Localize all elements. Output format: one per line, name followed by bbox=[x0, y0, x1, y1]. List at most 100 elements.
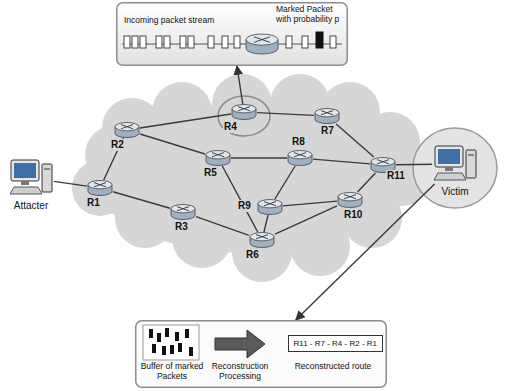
router-arrows bbox=[321, 111, 333, 115]
router-arrows bbox=[294, 153, 306, 157]
network-link bbox=[358, 173, 376, 192]
drawing-part bbox=[290, 216, 350, 276]
screen bbox=[14, 163, 36, 178]
node-shape bbox=[432, 144, 478, 184]
router-icon bbox=[246, 34, 278, 54]
packet-stream bbox=[124, 32, 336, 48]
network-link bbox=[296, 184, 435, 320]
tower bbox=[42, 164, 52, 192]
network-link bbox=[54, 181, 87, 186]
node-shape bbox=[249, 232, 275, 248]
router-node: R10 bbox=[337, 192, 363, 208]
marked-packet bbox=[185, 329, 189, 338]
panel-caption: Incoming packet stream bbox=[124, 16, 244, 26]
network-link bbox=[196, 217, 249, 236]
packet bbox=[180, 36, 186, 48]
packet bbox=[124, 36, 130, 48]
router-node: R8 bbox=[287, 150, 313, 166]
stand bbox=[445, 167, 453, 171]
router-label: R7 bbox=[320, 125, 335, 137]
router-label: R4 bbox=[223, 121, 238, 133]
node-shape bbox=[87, 180, 113, 196]
marked-packet bbox=[316, 32, 323, 48]
drawing-part bbox=[115, 188, 175, 248]
packet bbox=[286, 36, 292, 48]
computer-icon bbox=[434, 146, 476, 180]
router-label: R8 bbox=[291, 136, 306, 148]
router-arrows bbox=[121, 125, 133, 129]
router-icon bbox=[115, 123, 139, 138]
router-node: R9 bbox=[257, 199, 283, 215]
marked-packet bbox=[189, 347, 193, 356]
packet bbox=[222, 36, 228, 48]
network-link bbox=[396, 164, 432, 166]
router-node: R4 bbox=[231, 104, 257, 120]
marked-packet bbox=[165, 328, 169, 337]
panel-caption: Reconstructed route bbox=[283, 362, 383, 372]
router-arrows bbox=[344, 195, 356, 199]
network-link bbox=[231, 157, 287, 158]
packet bbox=[164, 36, 170, 48]
monitor bbox=[11, 160, 39, 181]
router-arrows bbox=[238, 107, 250, 111]
router-top bbox=[232, 105, 256, 113]
router-icon bbox=[206, 151, 230, 166]
router-label: R11 bbox=[386, 170, 406, 182]
network-link bbox=[336, 124, 374, 157]
packet bbox=[140, 36, 146, 48]
router-top bbox=[171, 205, 195, 213]
router-label: R2 bbox=[110, 139, 125, 151]
router-top bbox=[371, 158, 395, 166]
drawing-part bbox=[172, 208, 232, 268]
router-node: R7 bbox=[314, 108, 340, 124]
node-shape bbox=[8, 158, 54, 198]
packet-buffer bbox=[143, 325, 199, 360]
network-link bbox=[237, 66, 243, 104]
router-icon bbox=[338, 193, 362, 208]
buffered-packets bbox=[149, 328, 193, 356]
panel-caption: Marked Packet with probability p bbox=[276, 5, 346, 25]
router-label: R1 bbox=[86, 197, 101, 209]
router-icon bbox=[171, 205, 195, 220]
highlight-circle bbox=[218, 96, 270, 136]
router-arrows bbox=[377, 160, 389, 164]
route-text: R11 - R7 - R4 - R2 - R1 bbox=[294, 339, 377, 348]
router-icon bbox=[232, 105, 256, 120]
router-node: R6 bbox=[249, 232, 275, 248]
monitor bbox=[435, 146, 463, 167]
router-icon bbox=[250, 233, 274, 248]
packet bbox=[188, 36, 194, 48]
network-link bbox=[140, 134, 205, 154]
marked-packet bbox=[157, 333, 161, 342]
marked-packet bbox=[170, 345, 174, 354]
inset-panel bbox=[117, 3, 348, 66]
computer-node: Attacter bbox=[8, 158, 54, 198]
router-label: R9 bbox=[237, 200, 252, 212]
router-arrows bbox=[94, 183, 106, 187]
node-shape bbox=[287, 150, 313, 166]
drive-slot bbox=[44, 169, 50, 170]
packet bbox=[208, 36, 214, 48]
inset-panel bbox=[136, 321, 387, 388]
panel-caption: Buffer of marked Packets bbox=[139, 362, 205, 382]
node-shape bbox=[337, 192, 363, 208]
router-label: R5 bbox=[203, 167, 218, 179]
marked-packet bbox=[175, 332, 179, 341]
network-link bbox=[264, 215, 268, 232]
network-link bbox=[283, 201, 337, 206]
panel-caption: Reconstruction Processing bbox=[207, 362, 273, 382]
packet bbox=[330, 36, 336, 48]
node-shape bbox=[170, 204, 196, 220]
tower bbox=[466, 150, 476, 178]
computer-node: Victim bbox=[432, 144, 478, 184]
drawing-part bbox=[342, 188, 402, 248]
stand bbox=[21, 181, 29, 185]
router-icon bbox=[258, 200, 282, 215]
router-node: R1 bbox=[87, 180, 113, 196]
highlight-circle bbox=[413, 128, 497, 208]
packet bbox=[234, 36, 240, 48]
inset-panel: Buffer of marked PacketsReconstruction P… bbox=[135, 320, 387, 388]
marked-packet bbox=[152, 344, 156, 353]
route-box: R11 - R7 - R4 - R2 - R1 bbox=[288, 335, 383, 352]
